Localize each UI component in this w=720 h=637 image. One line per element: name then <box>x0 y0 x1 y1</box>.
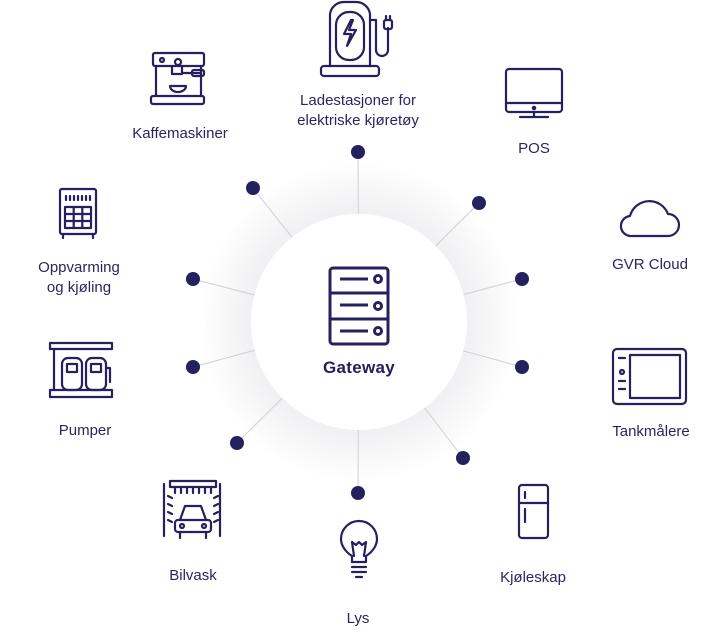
connector-line-tank <box>461 349 523 368</box>
node-label-pumps: Pumper <box>58 422 112 439</box>
gateway-label: Gateway <box>322 358 396 377</box>
heater-icon <box>58 187 98 240</box>
node-label-fridge: Kjøleskap <box>500 569 566 586</box>
connector-line-pumps <box>192 349 257 368</box>
connector-dot-pos <box>472 196 486 210</box>
monitor-icon <box>504 67 564 119</box>
connector-dot-cloud <box>515 272 529 286</box>
connector-line-hvac <box>192 278 257 296</box>
car-wash-icon <box>162 479 222 540</box>
label-line: elektriske kjøretøy <box>297 112 419 129</box>
connector-line-pos <box>433 202 480 248</box>
connector-line-cloud <box>461 278 523 296</box>
connector-dot-tank <box>515 360 529 374</box>
connector-dot-hvac <box>186 272 200 286</box>
label-line: og kjøling <box>46 279 112 296</box>
server-icon <box>328 266 390 346</box>
connector-line-fridge <box>422 405 464 459</box>
light-bulb-icon <box>339 519 379 579</box>
tank-gauge-icon <box>611 347 688 406</box>
connector-dot-pumps <box>186 360 200 374</box>
node-label-cloud: GVR Cloud <box>612 256 688 273</box>
node-label-hvac: Oppvarming og kjøling <box>38 258 120 298</box>
node-label-lights: Lys <box>346 610 370 627</box>
fridge-icon <box>517 483 550 540</box>
fuel-pump-icon <box>48 341 114 399</box>
node-label-tank: Tankmålere <box>612 423 690 440</box>
connector-line-coffee <box>252 187 294 240</box>
connector-line-carwash <box>236 396 285 444</box>
connector-dot-lights <box>351 486 365 500</box>
connector-dot-coffee <box>246 181 260 195</box>
connector-dot-ev-charger <box>351 145 365 159</box>
ev-charger-icon <box>319 0 394 78</box>
label-line: Oppvarming <box>38 259 120 276</box>
gateway-circle <box>251 214 467 430</box>
cloud-icon <box>619 200 681 238</box>
node-label-pos: POS <box>518 140 550 157</box>
node-label-coffee: Kaffemaskiner <box>132 125 228 142</box>
node-label-carwash: Bilvask <box>169 567 217 584</box>
connector-dot-carwash <box>230 436 244 450</box>
connector-dot-fridge <box>456 451 470 465</box>
node-label-ev-charger: Ladestasjoner for elektriske kjøretøy <box>297 91 419 131</box>
label-line: Ladestasjoner for <box>300 92 416 109</box>
coffee-machine-icon <box>149 51 206 106</box>
